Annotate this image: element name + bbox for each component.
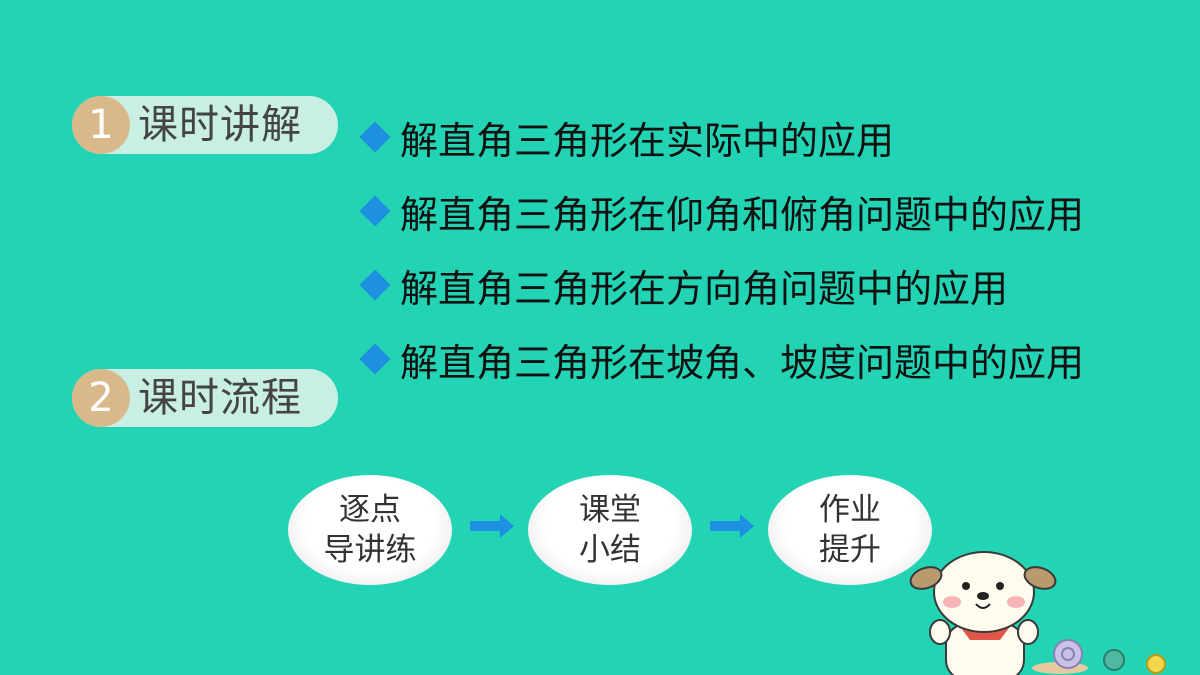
topic-item: 解直角三角形在坡角、坡度问题中的应用 xyxy=(358,322,1084,396)
flow-step-summary[interactable]: 课堂 小结 xyxy=(528,475,692,585)
diamond-icon xyxy=(359,343,391,375)
topic-item: 解直角三角形在实际中的应用 xyxy=(358,100,1084,174)
section-label: 课时流程 xyxy=(138,375,302,421)
arrow-right-icon xyxy=(710,514,754,538)
topic-text: 解直角三角形在坡角、坡度问题中的应用 xyxy=(400,340,1085,385)
diamond-icon xyxy=(359,195,391,227)
diamond-icon xyxy=(359,121,391,153)
topic-text: 解直角三角形在仰角和俯角问题中的应用 xyxy=(400,192,1085,237)
flow-step-line: 逐点 xyxy=(339,492,401,528)
section-label: 课时讲解 xyxy=(138,102,302,148)
section-badge-lesson-flow: 2 课时流程 xyxy=(72,369,338,427)
puppy-illustration xyxy=(909,551,1166,675)
section-badge-lesson-explanation: 1 课时讲解 xyxy=(72,96,338,154)
flow-step-line: 作业 xyxy=(819,492,881,528)
arrow-right-icon xyxy=(470,514,514,538)
topic-item: 解直角三角形在仰角和俯角问题中的应用 xyxy=(358,174,1084,248)
flow-step-point-by-point[interactable]: 逐点 导讲练 xyxy=(288,475,452,585)
topic-item: 解直角三角形在方向角问题中的应用 xyxy=(358,248,1084,322)
topic-text: 解直角三角形在实际中的应用 xyxy=(400,118,895,163)
flow-step-line: 提升 xyxy=(819,532,881,568)
flow-step-line: 小结 xyxy=(579,532,641,568)
topic-text: 解直角三角形在方向角问题中的应用 xyxy=(400,266,1009,311)
flow-step-homework[interactable]: 作业 提升 xyxy=(768,475,932,585)
flow-step-line: 课堂 xyxy=(579,492,641,528)
flow-step-line: 导讲练 xyxy=(323,532,417,568)
topic-list: 解直角三角形在实际中的应用 解直角三角形在仰角和俯角问题中的应用 解直角三角形在… xyxy=(358,100,1084,396)
section-number: 1 xyxy=(72,96,130,154)
section-number: 2 xyxy=(72,369,130,427)
diamond-icon xyxy=(359,269,391,301)
